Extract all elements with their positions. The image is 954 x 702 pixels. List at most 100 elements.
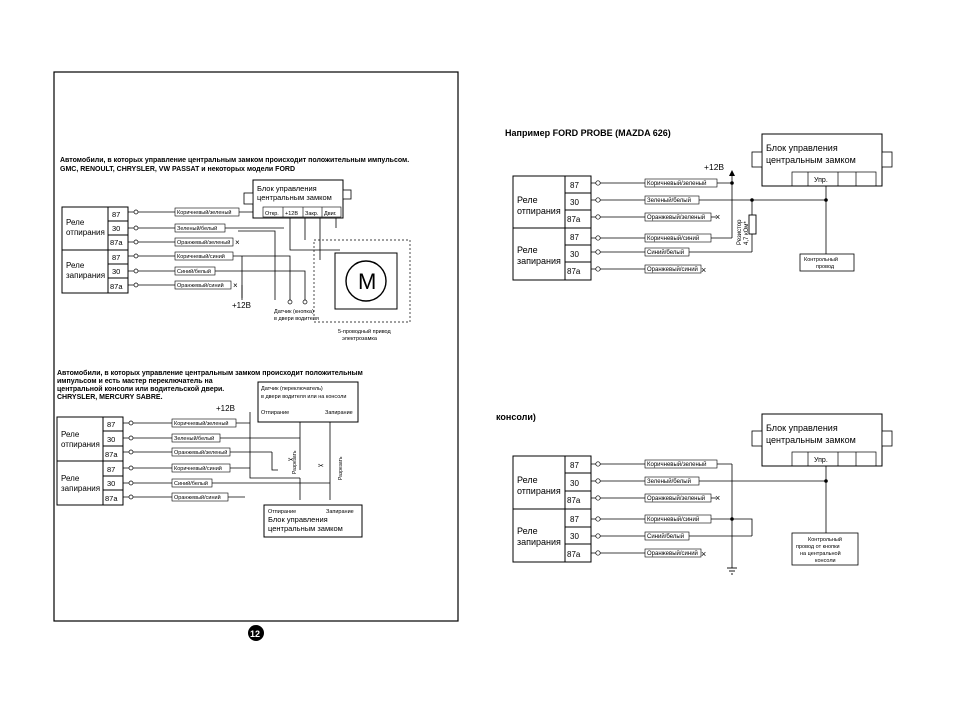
resistor-label: Резистор xyxy=(737,219,743,245)
wire-label: Коричневый/синий xyxy=(647,516,699,523)
mount-tab xyxy=(751,151,763,168)
page-number: 12 xyxy=(250,629,260,639)
door-lock-drive-frame xyxy=(313,239,411,323)
left-bottom-heading: импульсом и есть мастер переключатель на xyxy=(57,378,213,385)
pin-30: 30 xyxy=(570,479,579,488)
pin-30: 30 xyxy=(107,435,115,444)
relay-close-label: запирания xyxy=(66,271,105,280)
wire-label: Коричневый/зеленый xyxy=(647,461,706,468)
pin-30: 30 xyxy=(570,198,579,207)
wire-label: Оранжевый/синий xyxy=(647,266,698,273)
sensor-label: Датчик (кнопка) xyxy=(274,309,314,315)
wire-label: Коричневый/синий xyxy=(177,253,225,260)
pin-87a: 87a xyxy=(567,215,581,224)
right-top-diagram: Например FORD PROBE (MAZDA 626) Реле отп… xyxy=(505,128,893,281)
control-terminal: Упр. xyxy=(814,457,828,464)
mount-tab xyxy=(751,430,763,447)
wire-label: Зеленый/белый xyxy=(647,478,691,485)
wire-label-box xyxy=(644,493,712,503)
wire-label: Оранжевый/синий xyxy=(647,550,698,557)
relay-open-label: отпирания xyxy=(61,440,100,449)
left-bottom-relay-table xyxy=(56,416,124,506)
pin-87: 87 xyxy=(570,515,579,524)
pin-87a: 87a xyxy=(105,494,118,503)
wire-label-box xyxy=(171,433,221,443)
mount-tab xyxy=(243,192,254,205)
wire-label-box xyxy=(644,195,700,205)
terminal-12v: +12В xyxy=(285,211,298,217)
wire-label-box xyxy=(644,264,702,274)
relay-close-label: запирания xyxy=(61,484,100,493)
wire-label-box xyxy=(171,492,229,502)
left-bottom-heading: центральной консоли или водительской две… xyxy=(57,385,224,393)
wire-label-box xyxy=(171,418,237,428)
relay-open-label: отпирания xyxy=(517,486,561,496)
switch-unlock-label: Отпирание xyxy=(261,410,289,416)
control-wire-label: консоли xyxy=(815,558,836,564)
relay-close-label: запирания xyxy=(517,537,561,547)
right-top-heading: Например FORD PROBE (MAZDA 626) xyxy=(505,128,671,138)
wire-label: Синий/белый xyxy=(647,249,684,256)
wire-label-box xyxy=(644,247,690,257)
pin-30: 30 xyxy=(570,250,579,259)
pin-30: 30 xyxy=(107,479,115,488)
pin-87a: 87a xyxy=(567,496,581,505)
arrow-up-icon xyxy=(729,170,735,176)
cut-mark-icon: × xyxy=(701,549,706,559)
cut-mark-icon: ✂ xyxy=(288,457,294,464)
relay-open-label: Реле xyxy=(66,218,85,227)
wire-label-box xyxy=(174,251,234,261)
wire-label: Синий/белый xyxy=(174,480,208,487)
wire-label-box xyxy=(644,548,702,558)
junction-dot xyxy=(824,198,828,202)
wire-label-box xyxy=(174,266,216,276)
plus-12v-label: +12В xyxy=(232,301,251,310)
pin-87a: 87a xyxy=(110,238,123,247)
pin-87a: 87a xyxy=(105,450,118,459)
right-bottom-relay-table xyxy=(512,455,592,563)
relay-open-label: Реле xyxy=(61,430,80,439)
block-title: центральным замком xyxy=(257,193,332,202)
relay-open-label: отпирания xyxy=(66,228,105,237)
junction-dot xyxy=(750,198,754,202)
block-title: центральным замком xyxy=(766,155,856,165)
cut-mark-icon: × xyxy=(715,212,720,222)
block-lock-label: Запирание xyxy=(326,509,354,515)
pin-87: 87 xyxy=(112,253,120,262)
pin-30: 30 xyxy=(112,224,120,233)
mount-tab xyxy=(881,151,893,168)
wire-label: Зеленый/белый xyxy=(647,197,691,204)
resistor-label: 4,7 кОм* xyxy=(744,221,750,245)
block-title: Блок управления xyxy=(766,423,838,433)
drive-label: 5-проводный привод xyxy=(338,328,391,335)
control-wire-label: Контрольный xyxy=(804,256,838,263)
control-wire-label: провод xyxy=(816,264,835,270)
switch-label: Датчик (переключатель) xyxy=(261,386,323,392)
wire-label: Коричневый/синий xyxy=(647,235,699,242)
wire-label-box xyxy=(644,459,718,469)
relay-terminal-markers xyxy=(128,180,601,556)
wire-label-box xyxy=(644,233,712,243)
block-unlock-label: Отпирание xyxy=(268,509,296,515)
junction-dot xyxy=(730,181,734,185)
drive-label: электрозамка xyxy=(342,336,378,342)
right-top-relay-table xyxy=(512,175,592,281)
cut-label: Разрезать xyxy=(338,456,344,480)
pin-30: 30 xyxy=(570,532,579,541)
wire-label-box xyxy=(644,476,700,486)
relay-close-label: Реле xyxy=(517,526,538,536)
left-top-diagram: Автомобили, в которых управление централ… xyxy=(60,156,411,342)
plus-12v-label: +12В xyxy=(704,162,724,172)
terminal-close: Закр. xyxy=(305,211,319,217)
left-top-heading-1: Автомобили, в которых управление централ… xyxy=(60,156,409,164)
control-wire-label: Контрольный xyxy=(808,536,842,543)
wire-label-box xyxy=(174,223,226,233)
cut-mark-icon: × xyxy=(235,238,240,247)
left-bottom-heading: CHRYSLER, MERCURY SABRE. xyxy=(57,394,163,401)
control-wire-label: на центральной xyxy=(800,550,841,557)
wire-label: Зеленый/белый xyxy=(177,225,217,232)
cut-mark-icon: × xyxy=(233,281,238,290)
pin-87: 87 xyxy=(107,420,115,429)
relay-open-label: Реле xyxy=(517,475,538,485)
